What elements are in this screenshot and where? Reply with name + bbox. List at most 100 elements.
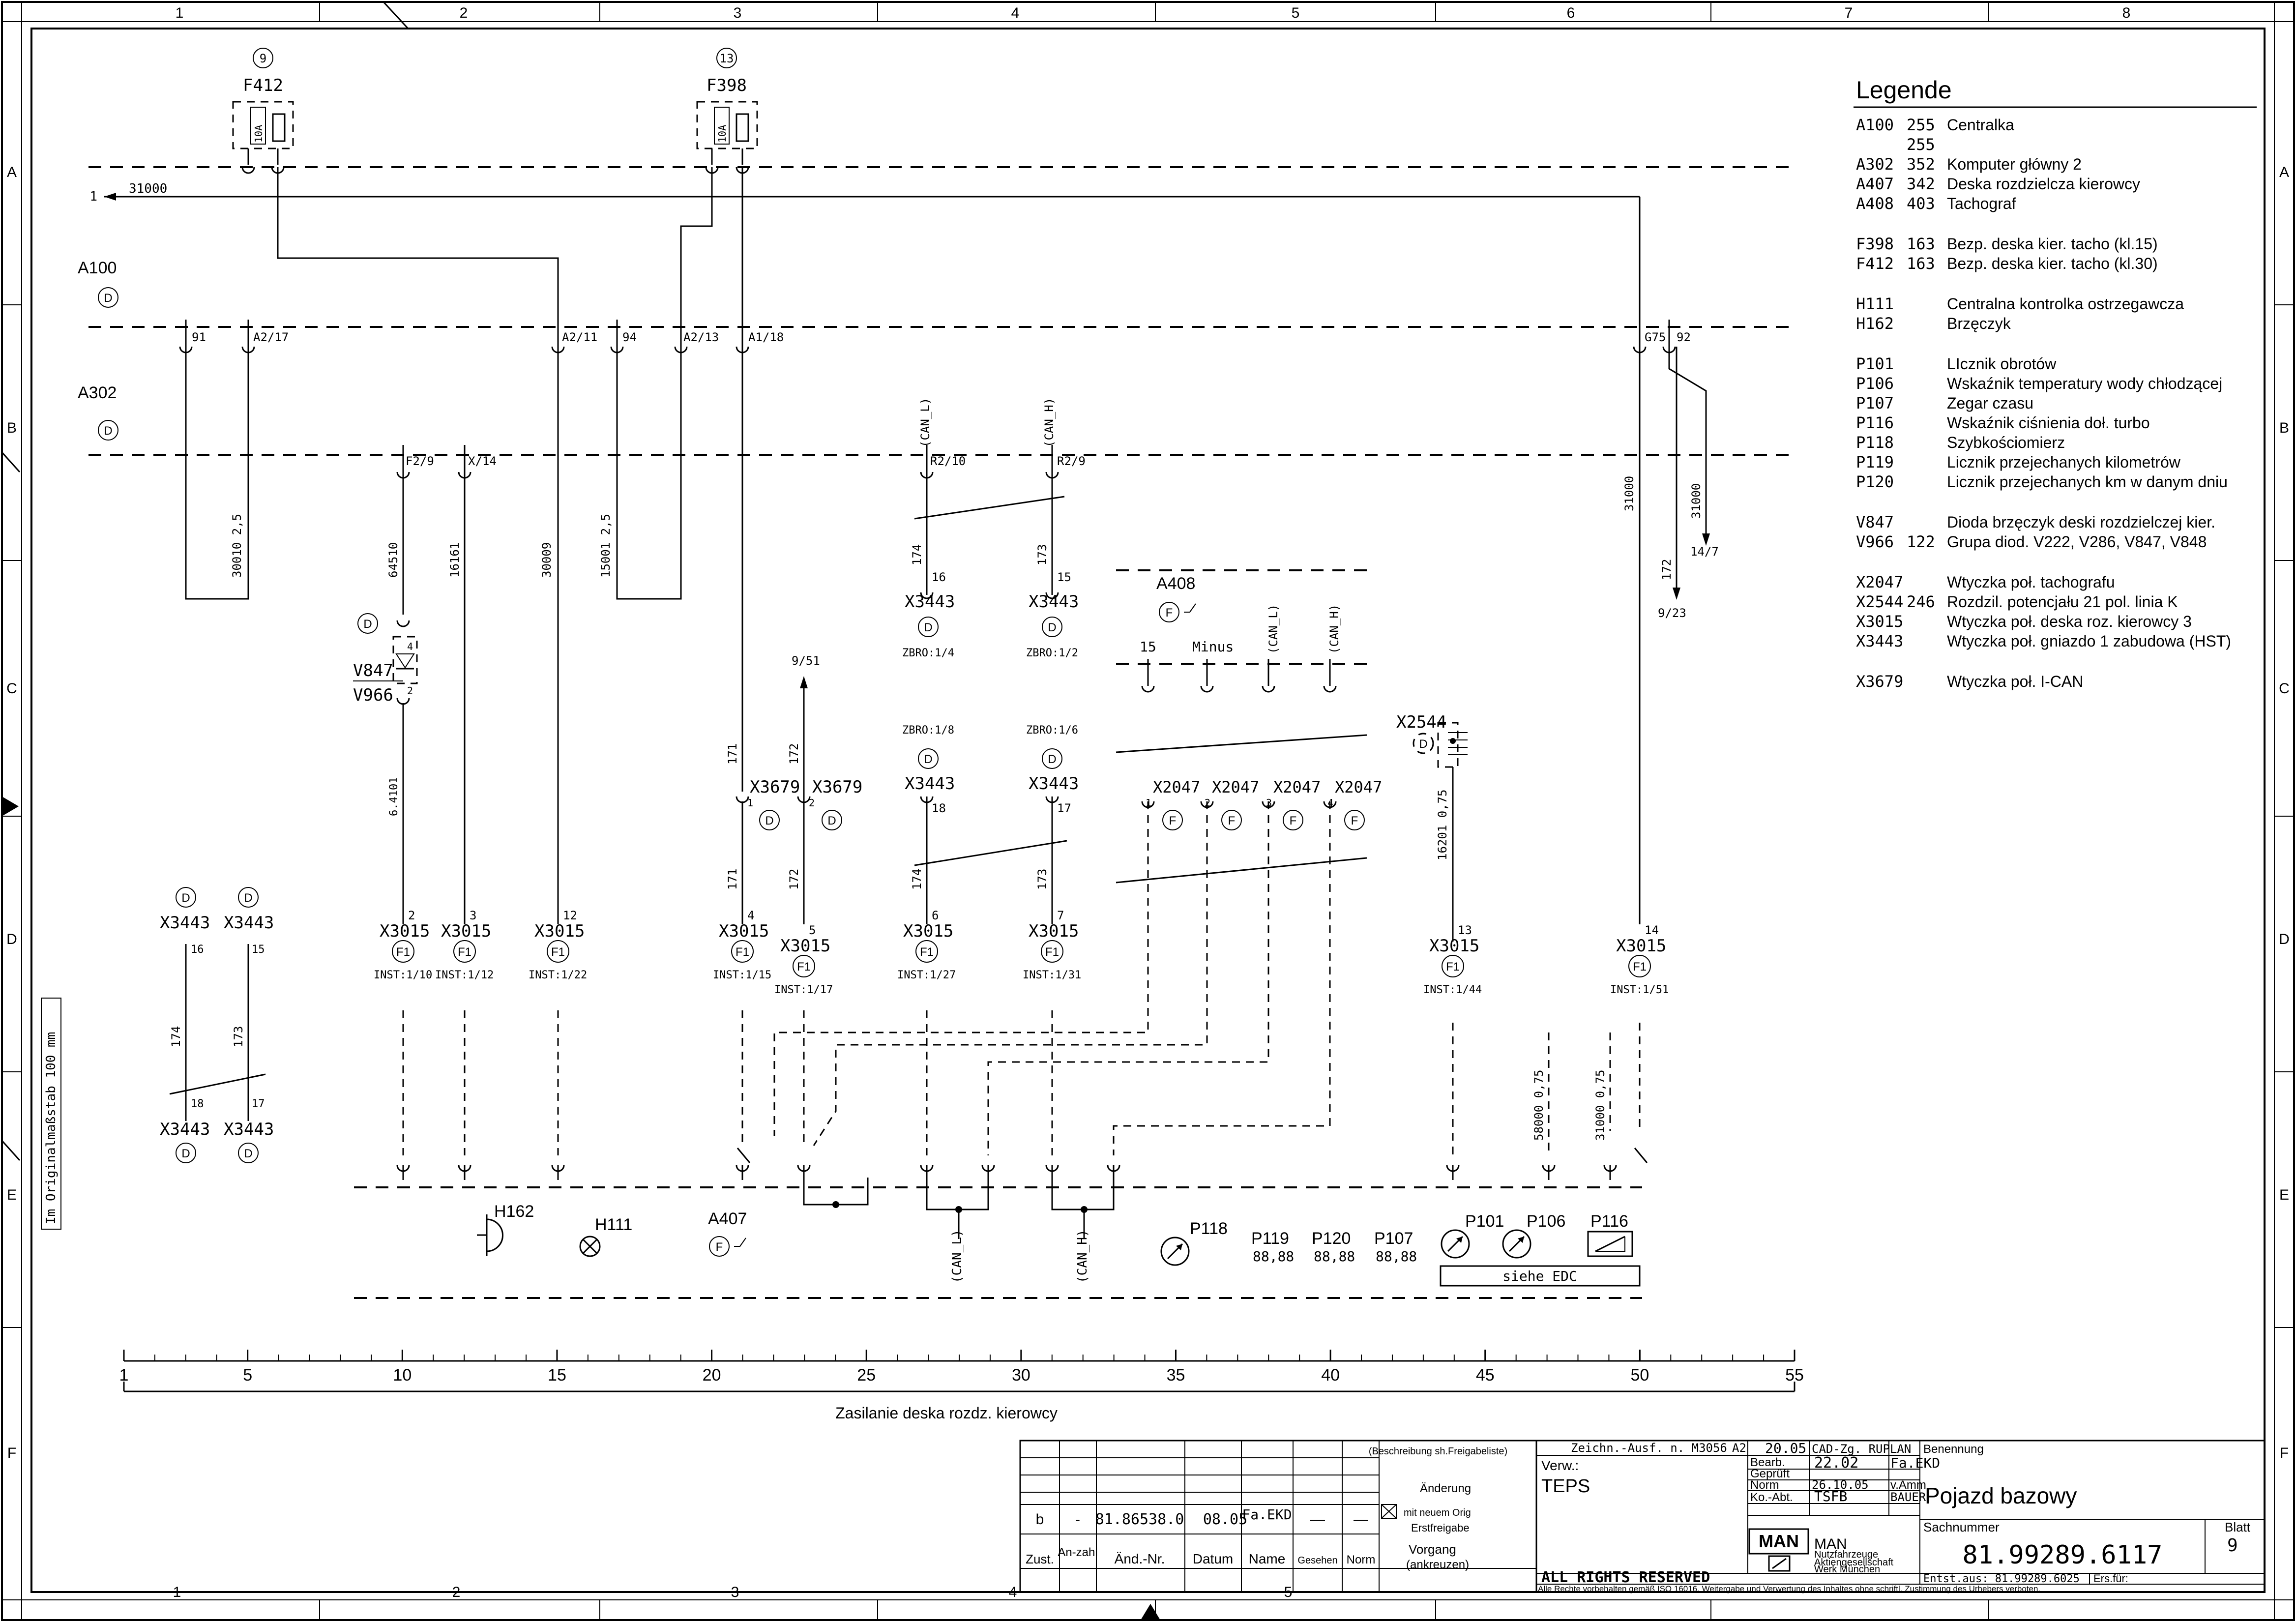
row-label: F — [7, 1445, 16, 1461]
connector-id: X3015 — [534, 921, 585, 941]
connector-id: X3443 — [160, 913, 210, 933]
can-label: (CAN_H) — [1075, 1229, 1090, 1283]
svg-text:D: D — [924, 621, 932, 634]
row-label: A — [7, 164, 17, 180]
connector-tag: F1 — [797, 960, 811, 973]
company-line: Aktiengesellschaft — [1814, 1557, 1894, 1568]
module-tag: D — [104, 292, 112, 305]
legend-description: Licznik przejechanych km w danym dniu — [1947, 473, 2228, 491]
pin-label: 17 — [1057, 801, 1071, 815]
instrument-display: 88,88 — [1314, 1248, 1355, 1265]
x3443-left-group: D D X3443 X3443 16 15 174 173 18 17 X344… — [160, 887, 274, 1163]
title-label: CAD-Zg. RUPLAN — [1812, 1442, 1911, 1456]
fuse-rating: 10A — [253, 125, 265, 143]
wire-label: 16161 — [448, 542, 462, 578]
legend-number: 403 — [1907, 194, 1935, 213]
pin-label: A2/13 — [683, 330, 719, 344]
connector-id: X2047 — [1335, 778, 1382, 796]
svg-text:D: D — [1048, 753, 1056, 766]
zbro-label: ZBRO:1/2 — [1026, 647, 1078, 659]
part-number: 81.99289.6117 — [1963, 1540, 2163, 1570]
column-label: 4 — [1011, 5, 1020, 21]
legend-description: Komputer główny 2 — [1947, 155, 2082, 173]
instrument-id: P119 — [1251, 1229, 1289, 1248]
scale-label: 10 — [393, 1366, 412, 1385]
diode-id: V847 — [353, 661, 393, 680]
legend-number: 342 — [1907, 175, 1935, 193]
connector-id: X3679 — [750, 777, 800, 797]
title-block: Zeichn.-Ausf. n. M3056 A2 Verw.: TEPS CA… — [1535, 1440, 2266, 1593]
revision-label: (ankreuzen) — [1406, 1558, 1469, 1571]
buzzer-h162: H162 — [477, 1202, 534, 1256]
legend-code: V966 — [1856, 532, 1894, 551]
fuse-rating: 10A — [716, 125, 728, 143]
title-label: Benennung — [1923, 1443, 1984, 1456]
legend-code: X3679 — [1856, 672, 1903, 691]
row-labels: A B C D E F A B C D E F — [6, 164, 2290, 1461]
can-wires: 174 173 16 15 X3443 X3443 D D ZBRO:1/4 Z… — [902, 472, 1079, 924]
row-label: C — [2279, 680, 2290, 697]
wire-label: 30009 — [540, 542, 554, 578]
legend-description: Brzęczyk — [1947, 315, 2011, 332]
connector-id: X3015 — [719, 921, 769, 941]
inst-label: INST:1/31 — [1023, 969, 1081, 981]
wire-label: 173 — [1035, 544, 1049, 565]
diode-pin: 2 — [407, 685, 413, 697]
wire-label: 31000 — [1689, 483, 1703, 519]
pin-label: 16 — [191, 944, 204, 956]
module-tag: D — [104, 424, 112, 438]
legend-description: Bezp. deska kier. tacho (kl.30) — [1947, 255, 2158, 272]
page-ref: 9/51 — [792, 654, 820, 668]
module-id: A100 — [78, 259, 117, 277]
inst-label: INST:1/10 — [374, 969, 432, 981]
legend-code: P101 — [1856, 354, 1894, 373]
scale-label: 35 — [1167, 1366, 1185, 1385]
fuse-circle-label: 9 — [260, 52, 266, 65]
column-label: 1 — [173, 1584, 181, 1600]
module-id: A302 — [78, 383, 117, 402]
legend-description: Dioda brzęczyk deski rozdzielczej kier. — [1947, 513, 2215, 531]
side-note: Im Originalmaßstab 100 mm — [41, 998, 61, 1230]
pin-label: 1 — [747, 797, 753, 809]
legend-description: Centralna kontrolka ostrzegawcza — [1947, 295, 2184, 313]
column-label: 7 — [1845, 5, 1853, 21]
module-a302: A302 D — [78, 383, 118, 441]
legend-code: A408 — [1856, 194, 1894, 213]
wire-label: 6.4101 — [388, 777, 400, 816]
connector-tag-circle — [793, 955, 815, 977]
connector-id: X3679 — [812, 777, 862, 797]
row-label: A — [2279, 164, 2289, 180]
svg-text:D: D — [765, 814, 773, 827]
logo-text: MAN — [1759, 1531, 1799, 1551]
tacho-pin: 15 — [1140, 639, 1156, 655]
revision-label: Änderung — [1420, 1482, 1471, 1495]
pin-label: R2/9 — [1057, 454, 1086, 468]
connector-tag: F1 — [1446, 960, 1460, 973]
boost-gauge-p116: P116 — [1587, 1212, 1633, 1257]
legend-code: A100 — [1856, 116, 1894, 134]
legend-code: X3015 — [1856, 612, 1903, 631]
title-label: A2 — [1732, 1441, 1746, 1455]
instrument-id: P106 — [1527, 1212, 1565, 1231]
legend-number: 255 — [1907, 135, 1935, 154]
clock-p107: P107 88,88 — [1374, 1229, 1417, 1265]
connector-tag-circle — [392, 940, 414, 963]
revision-header: Änd.-Nr. — [1115, 1551, 1165, 1566]
pin-label: 5 — [809, 923, 816, 937]
wire-label: 30010 2,5 — [230, 514, 244, 578]
page-ref: 9/23 — [1658, 606, 1686, 620]
legend-description: Szybkościomierz — [1947, 434, 2065, 451]
revision-header: An-zahl — [1058, 1546, 1097, 1559]
title-label: Sachnummer — [1923, 1520, 2000, 1534]
scale-label: 55 — [1785, 1366, 1804, 1385]
legend-code: P116 — [1856, 413, 1894, 432]
title-value: Fa.EKD — [1890, 1455, 1940, 1471]
